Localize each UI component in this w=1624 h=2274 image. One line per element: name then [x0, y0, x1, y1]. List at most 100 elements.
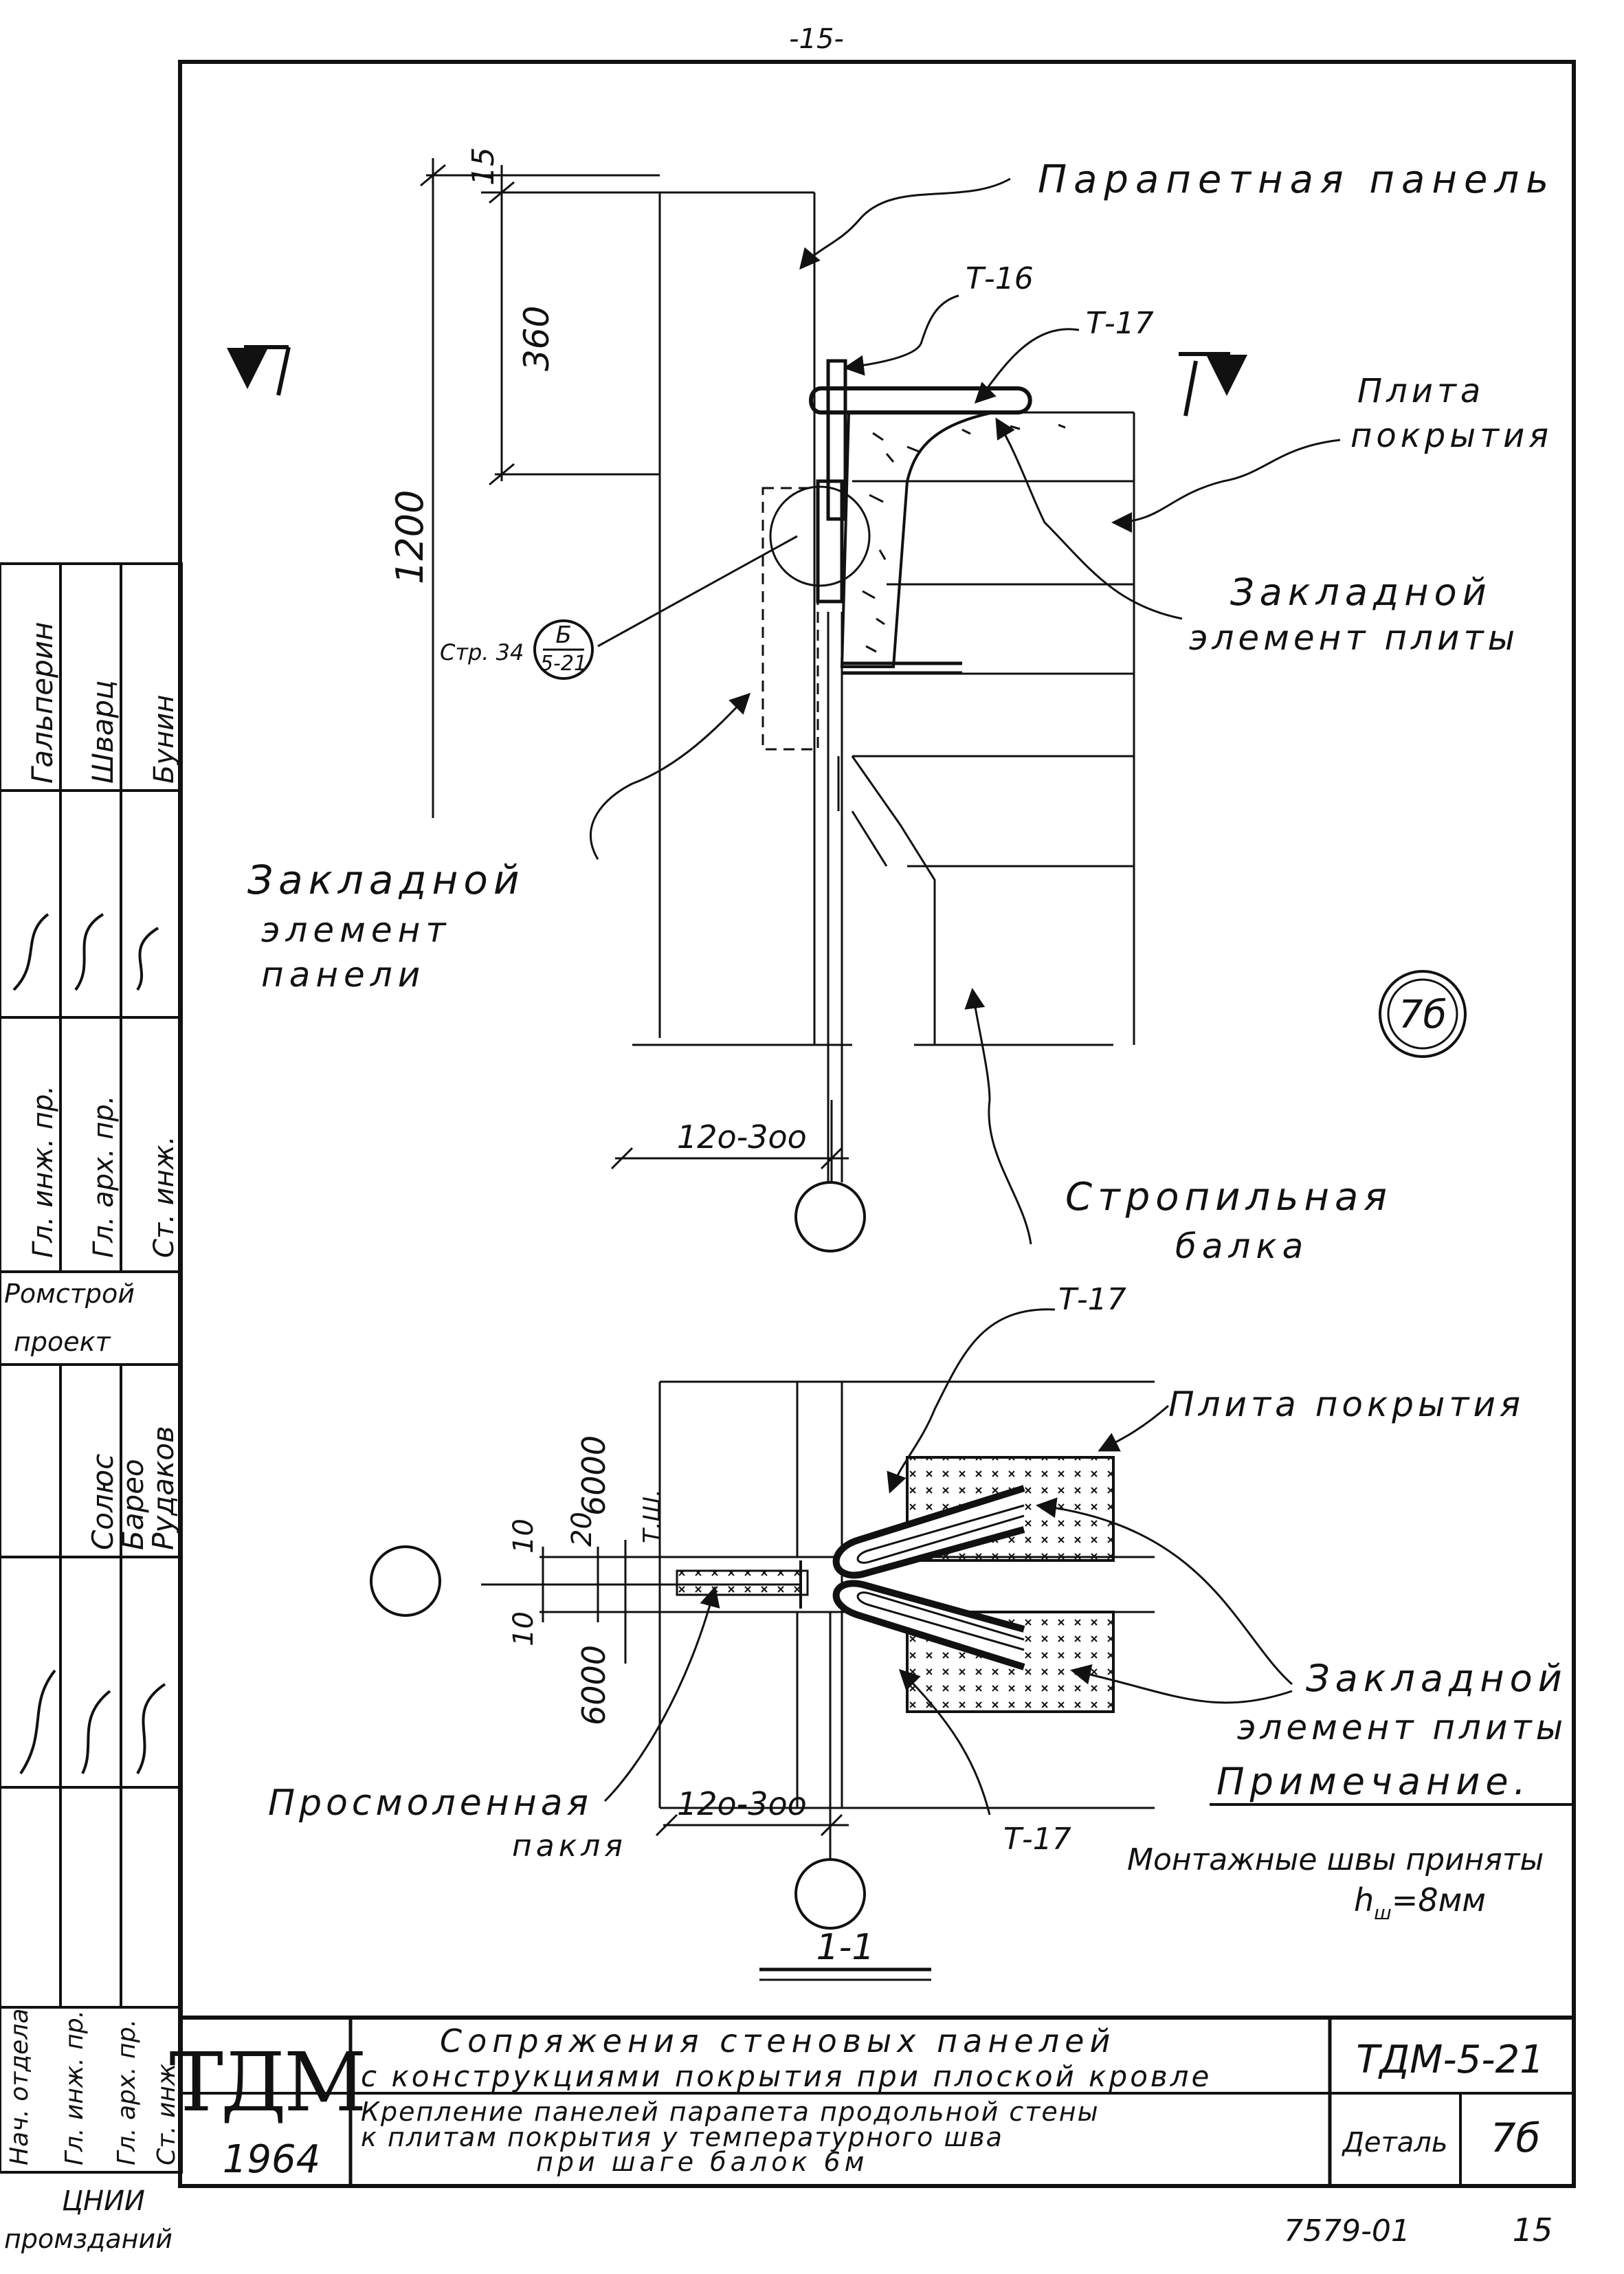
detail-callout-circle — [769, 485, 871, 587]
dim-1200: 1200 — [388, 490, 432, 584]
detail-label: Деталь — [1342, 2127, 1448, 2159]
stamp-role-6: Гл. арх. пр. — [113, 2019, 141, 2165]
stamp-role-7: Ст. инж. — [153, 2055, 181, 2165]
dim-120-300-bottom: 12о-3оо — [677, 1785, 807, 1822]
detail-mark-inner — [1387, 978, 1458, 1050]
stamp-org-4: промзданий — [4, 2224, 173, 2254]
roof-structure — [837, 411, 1135, 1046]
leader-t16 — [843, 294, 959, 376]
section-mark-right — [1179, 352, 1247, 417]
stamp-org-3: ЦНИИ — [62, 2185, 145, 2217]
leader-embedded-plate — [995, 417, 1183, 620]
archive-number: 7579-01 — [1284, 2214, 1410, 2249]
stamp-name-2: Шварц — [86, 680, 120, 784]
dim-6000-bottom: 6000 — [575, 1645, 612, 1725]
section-mark-left — [227, 345, 291, 396]
label-embedded-panel-1: Закладной — [247, 857, 525, 903]
note-text: Монтажные швы приняты — [1127, 1842, 1544, 1877]
leader-plan-embedded-2 — [1070, 1664, 1293, 1704]
stamp-role-4: Нач. отдела — [5, 2009, 34, 2165]
plate-section — [840, 411, 994, 668]
leader-parapet — [799, 177, 1011, 270]
title-line-2: с конструкциями покрытия при плоской кро… — [361, 2060, 1212, 2093]
label-parapet-panel: Парапетная панель — [1038, 157, 1555, 202]
label-embedded-panel-3: панели — [261, 955, 425, 995]
ref-bubble-top: Б — [555, 621, 571, 649]
anchor-t16 — [826, 359, 847, 521]
parapet-panel — [632, 191, 852, 1046]
label-plate-cover-plan: Плита покрытия — [1168, 1384, 1524, 1424]
dim-6000-top: 6000 — [575, 1435, 612, 1516]
label-section-1-1: 1-1 — [816, 1927, 875, 1968]
label-plate-cover-1: Плита — [1357, 372, 1484, 410]
ref-bubble-bottom: 5-21 — [540, 652, 587, 676]
axis-bubble-bottom — [794, 1858, 866, 1930]
title-block-text: ТДМ 1964 Сопряжения стеновых панелей с к… — [169, 2022, 1544, 2182]
leader-beam — [964, 988, 1032, 1245]
anchor-t17-lower — [832, 1580, 1025, 1670]
label-sheet-ref: Стр. 34 — [440, 639, 524, 665]
leader-embedded-panel — [590, 692, 751, 860]
stamp-role-1: Гл. инж. пр. — [27, 1085, 59, 1258]
page-number: -15- — [789, 23, 844, 55]
tarred-tow-strip — [676, 1569, 809, 1596]
embedded-panel-outline — [761, 487, 819, 751]
title-block — [180, 2016, 1574, 2186]
stamp-name-4: Солюс — [86, 1454, 120, 1550]
title-year: 1964 — [223, 2137, 321, 2182]
note-title: Примечание. — [1216, 1760, 1531, 1803]
side-stamp-text: Гальперин Шварц Бунин Гл. инж. пр. Гл. а… — [4, 622, 181, 2254]
subtitle-line-3: при шаге балок 6м — [536, 2147, 868, 2177]
leader-plan-t17-bottom — [898, 1668, 991, 1815]
leader-t17 — [974, 328, 1080, 404]
stamp-name-1: Гальперин — [25, 622, 59, 784]
stamp-name-5: Барео — [116, 1459, 150, 1550]
top-detail: 15 360 1200 — [227, 147, 1467, 1252]
stamp-name-6: Рудаков — [146, 1426, 180, 1550]
label-t17-plan-bottom: Т-17 — [1003, 1822, 1071, 1857]
leader-tarred-tow — [603, 1586, 720, 1802]
axis-bubble-left — [370, 1545, 441, 1617]
subtitle-line-1: Крепление панелей парапета продольной ст… — [361, 2097, 1100, 2127]
label-plate-cover-2: покрытия — [1350, 417, 1553, 455]
dim-10b: 10 — [508, 1611, 540, 1646]
anchor-t17-upper-inner — [856, 1504, 1025, 1564]
label-rafter-beam-2: балка — [1175, 1226, 1309, 1266]
dim-20: 20 — [566, 1512, 598, 1547]
stamp-org-2: проект — [14, 1327, 112, 1357]
detail-mark-outer — [1379, 970, 1467, 1058]
title-line-1: Сопряжения стеновых панелей — [440, 2022, 1115, 2060]
axis-bubble-top — [794, 1181, 866, 1252]
side-stamp — [0, 562, 183, 2174]
label-t17-plan-top: Т-17 — [1058, 1282, 1126, 1317]
label-tarred-tow-1: Просмоленная — [268, 1782, 592, 1824]
ref-bubble — [533, 619, 594, 680]
stamp-role-2: Гл. арх. пр. — [88, 1095, 120, 1258]
subtitle-line-2: к плитам покрытия у температурного шва — [361, 2122, 1003, 2152]
dim-15: 15 — [466, 147, 501, 186]
label-embedded-plate-1: Закладной — [1230, 571, 1492, 614]
plan-detail-labels: Т-17 Плита покрытия 6000 6000 10 20 10 Т… — [268, 1282, 1568, 1968]
detail-mark-text: 7б — [1399, 993, 1447, 1037]
anchor-t17-lower-inner — [856, 1591, 1025, 1651]
label-t17-top: Т-17 — [1086, 306, 1154, 341]
sheet-number: 15 — [1513, 2211, 1553, 2249]
leader-plan-plate — [1098, 1404, 1169, 1452]
dim-120-300-top: 12о-3оо — [677, 1118, 807, 1156]
top-dimensions — [420, 158, 660, 818]
sheet-code: ТДМ-5-21 — [1356, 2038, 1544, 2082]
label-temp-joint: Т.Ш. — [638, 1489, 666, 1543]
dim-10a: 10 — [508, 1519, 540, 1554]
top-detail-labels: Парапетная панель Т-16 Т-17 Плита покрыт… — [247, 157, 1555, 1266]
title-logo: ТДМ — [169, 2035, 364, 2130]
plan-detail — [370, 1308, 1574, 1981]
label-tarred-tow-2: пакля — [512, 1829, 627, 1864]
signature-scribbles — [12, 913, 166, 1775]
label-embedded-plate-plan-1: Закладной — [1306, 1657, 1568, 1700]
leader-plate — [1111, 439, 1341, 533]
stamp-role-3: Ст. инж. — [148, 1136, 180, 1258]
leader-plan-embedded-1 — [1036, 1497, 1293, 1686]
label-t16: Т-16 — [966, 261, 1034, 296]
label-embedded-panel-2: элемент — [261, 910, 451, 950]
